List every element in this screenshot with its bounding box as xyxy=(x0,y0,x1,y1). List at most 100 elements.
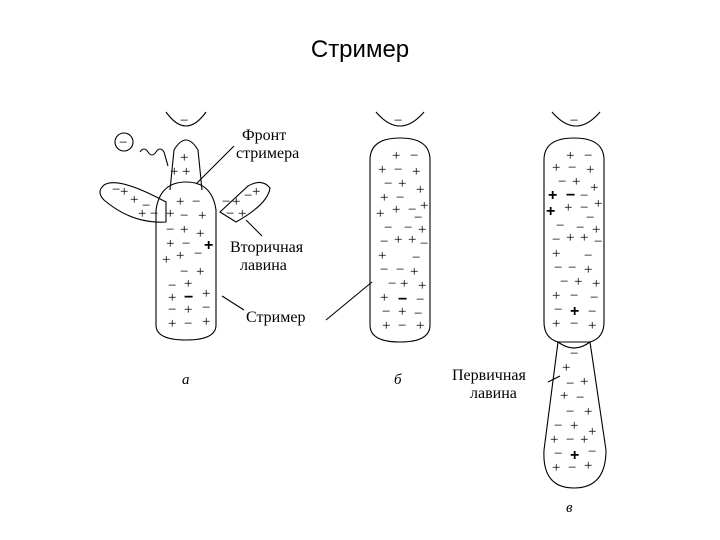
charge: − xyxy=(382,304,390,320)
charge: + xyxy=(202,286,210,302)
charge: − xyxy=(570,346,578,362)
primary-avalanche-c xyxy=(543,340,607,489)
streamer-body-a xyxy=(155,181,217,341)
charge: + xyxy=(180,222,188,238)
charge: − xyxy=(244,188,252,204)
streamer-body-b xyxy=(369,137,431,343)
charge: − xyxy=(184,289,193,306)
panel-label-b: б xyxy=(394,372,402,388)
charge: + xyxy=(202,314,210,330)
charge: − xyxy=(414,306,422,322)
charge: + xyxy=(566,148,574,164)
charge: − xyxy=(566,404,574,420)
charge: + xyxy=(546,203,555,220)
charge: − xyxy=(412,250,420,266)
charge: + xyxy=(572,174,580,190)
charge: + xyxy=(550,432,558,448)
charge: + xyxy=(570,418,578,434)
charge: − xyxy=(584,248,592,264)
charge: + xyxy=(184,276,192,292)
charge: − xyxy=(570,316,578,332)
charge: + xyxy=(552,246,560,262)
charge: + xyxy=(170,164,178,180)
electrode-minus-a: − xyxy=(180,113,188,129)
charge: − xyxy=(410,148,418,164)
electrode-top-b xyxy=(375,111,425,127)
charge: − xyxy=(566,432,574,448)
panel-a: − − + + + − + + − + − + + − − + − + xyxy=(99,111,305,388)
charge: + xyxy=(204,237,213,254)
charge: + xyxy=(380,190,388,206)
label-primary-line1: Первичная xyxy=(452,367,526,384)
panel-label-c: в xyxy=(566,500,573,516)
charge: − xyxy=(396,190,404,206)
label-front-line2: стримера xyxy=(236,145,299,162)
charge: − xyxy=(226,206,234,222)
charge: − xyxy=(570,288,578,304)
charge: + xyxy=(238,206,246,222)
charge: − xyxy=(580,200,588,216)
charge: + xyxy=(180,150,188,166)
electrode-top-c xyxy=(551,111,601,127)
charge: + xyxy=(570,303,579,320)
charges-c: + − + − + − + + + − − + + − + − − − + − … xyxy=(546,148,602,476)
leader-front xyxy=(195,145,235,185)
charge: + xyxy=(418,222,426,238)
charge: − xyxy=(556,218,564,234)
charge: − xyxy=(554,446,562,462)
charge: + xyxy=(166,236,174,252)
charge: − xyxy=(568,160,576,176)
charge: − xyxy=(168,278,176,294)
charge: − xyxy=(414,210,422,226)
side-avalanche-left xyxy=(99,182,167,223)
charge: + xyxy=(196,264,204,280)
charge: + xyxy=(592,222,600,238)
panel-b: − + − + − + − + + − + + + − + − − − + − … xyxy=(325,111,431,388)
charge: + xyxy=(198,208,206,224)
charge: + xyxy=(552,160,560,176)
charges-b: + − + − + − + + − + + + − + − − − + − + … xyxy=(376,148,428,334)
charge: + xyxy=(566,230,574,246)
streamer-body-c xyxy=(543,137,605,343)
charge: + xyxy=(232,194,240,210)
charge: + xyxy=(252,184,260,200)
charge: − xyxy=(180,264,188,280)
electron-minus: − xyxy=(119,135,127,151)
electrode-minus-b: − xyxy=(394,113,402,129)
charge: − xyxy=(594,234,602,250)
charge: + xyxy=(416,318,424,334)
charge: + xyxy=(168,316,176,332)
charge: − xyxy=(168,302,176,318)
panel-c: − + − + − + − + + + − − + + − + − − − + … xyxy=(452,111,607,516)
label-secondary-line1: Вторичная xyxy=(230,239,304,256)
charge: + xyxy=(380,290,388,306)
slide-title: Стример xyxy=(310,36,410,63)
charge: + xyxy=(552,288,560,304)
charge: − xyxy=(142,198,150,214)
charge: − xyxy=(192,194,200,210)
electrode-top-a xyxy=(165,111,207,127)
charge: + xyxy=(590,180,598,196)
label-secondary-line2: лавина xyxy=(240,257,287,274)
charge: − xyxy=(166,222,174,238)
charge: + xyxy=(394,232,402,248)
charge: + xyxy=(416,182,424,198)
charge: + xyxy=(552,460,560,476)
leader-b xyxy=(325,281,373,321)
charge: − xyxy=(394,162,402,178)
charge: − xyxy=(568,460,576,476)
charge: + xyxy=(562,360,570,376)
side-avalanche-right xyxy=(219,181,271,223)
charge: + xyxy=(138,206,146,222)
electrode-minus-c: − xyxy=(570,113,578,129)
charge: − xyxy=(222,194,230,210)
charge: + xyxy=(398,304,406,320)
charge: + xyxy=(574,274,582,290)
charge: + xyxy=(584,458,592,474)
charge: − xyxy=(588,304,596,320)
charge: + xyxy=(584,262,592,278)
charge: − xyxy=(416,292,424,308)
charge: + xyxy=(588,318,596,334)
charge: − xyxy=(558,174,566,190)
charge: + xyxy=(182,164,190,180)
